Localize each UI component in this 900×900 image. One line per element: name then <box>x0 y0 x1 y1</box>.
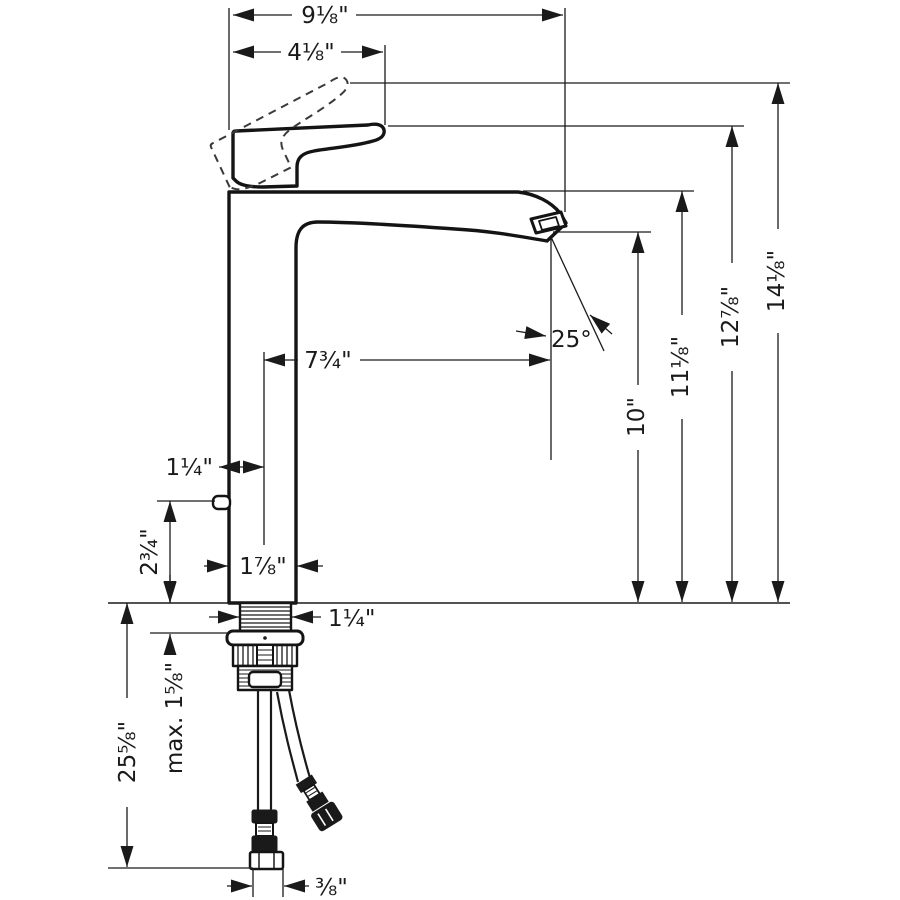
hose-angled-tube <box>275 689 312 783</box>
angled-fitting-lower <box>306 791 329 812</box>
label-total-width: 9⅛" <box>301 3 349 29</box>
angled-fitting-lines <box>305 787 318 797</box>
flange-dot <box>263 636 267 640</box>
hose-fitting-upper <box>251 809 278 824</box>
faucet-outline <box>209 76 568 605</box>
label-handle-height: 12⅞" <box>718 286 744 348</box>
label-max-deck-thickness: max. 1⅝" <box>162 662 188 774</box>
hose-fitting-waist <box>255 822 274 837</box>
label-body-width: 1⅞" <box>239 554 287 580</box>
label-outlet-height: 10" <box>624 397 650 437</box>
hose-fitting-lower <box>251 835 278 853</box>
mounting-assembly <box>225 601 305 692</box>
dim-angle-arrow-left <box>515 326 547 339</box>
aerator-face <box>538 216 560 231</box>
handle-lever <box>231 122 386 189</box>
label-spout-reach: 7¾" <box>304 348 352 374</box>
label-lever-height: 2¾" <box>137 528 163 576</box>
label-lever-offset: 1¼" <box>165 455 213 481</box>
label-shank-width: 1¼" <box>328 606 376 632</box>
nut-ribs <box>237 646 293 665</box>
shank-body <box>240 603 291 631</box>
shank-thread-hatch <box>240 606 291 628</box>
hose-straight-tube <box>256 690 273 812</box>
dim-angle-arrow-right <box>589 314 613 335</box>
supply-hose-angled <box>275 689 343 832</box>
angled-end-nut <box>311 801 343 832</box>
label-handle-width: 4⅛" <box>287 40 335 66</box>
reference-lines <box>108 8 790 897</box>
body-and-spout <box>227 190 568 605</box>
label-connection-size: ⅜" <box>315 875 348 900</box>
handle-lever-raised-dashed <box>209 76 349 191</box>
label-outlet-angle: 25° <box>551 327 592 353</box>
label-spout-top-height: 11⅛" <box>668 336 694 398</box>
label-hose-length: 25⅝" <box>115 721 141 783</box>
hose-fitting-waist-lines <box>258 826 271 832</box>
angled-end-nut-facets <box>317 808 334 827</box>
label-total-height: 14⅛" <box>764 250 790 312</box>
dimension-lines <box>120 8 785 893</box>
body-pin <box>211 494 232 511</box>
clamp-bracket <box>247 670 283 689</box>
dimension-labels: 9⅛" 4⅛" 7¾" 1¼" 1⅞" 1¼" ⅜" 25° 2¾" max. … <box>115 3 790 900</box>
hose-end-nut-facets <box>258 853 275 868</box>
hose-end-nut <box>248 850 285 871</box>
supply-hose-straight <box>248 690 285 871</box>
hose-angled-fitting <box>295 774 343 832</box>
